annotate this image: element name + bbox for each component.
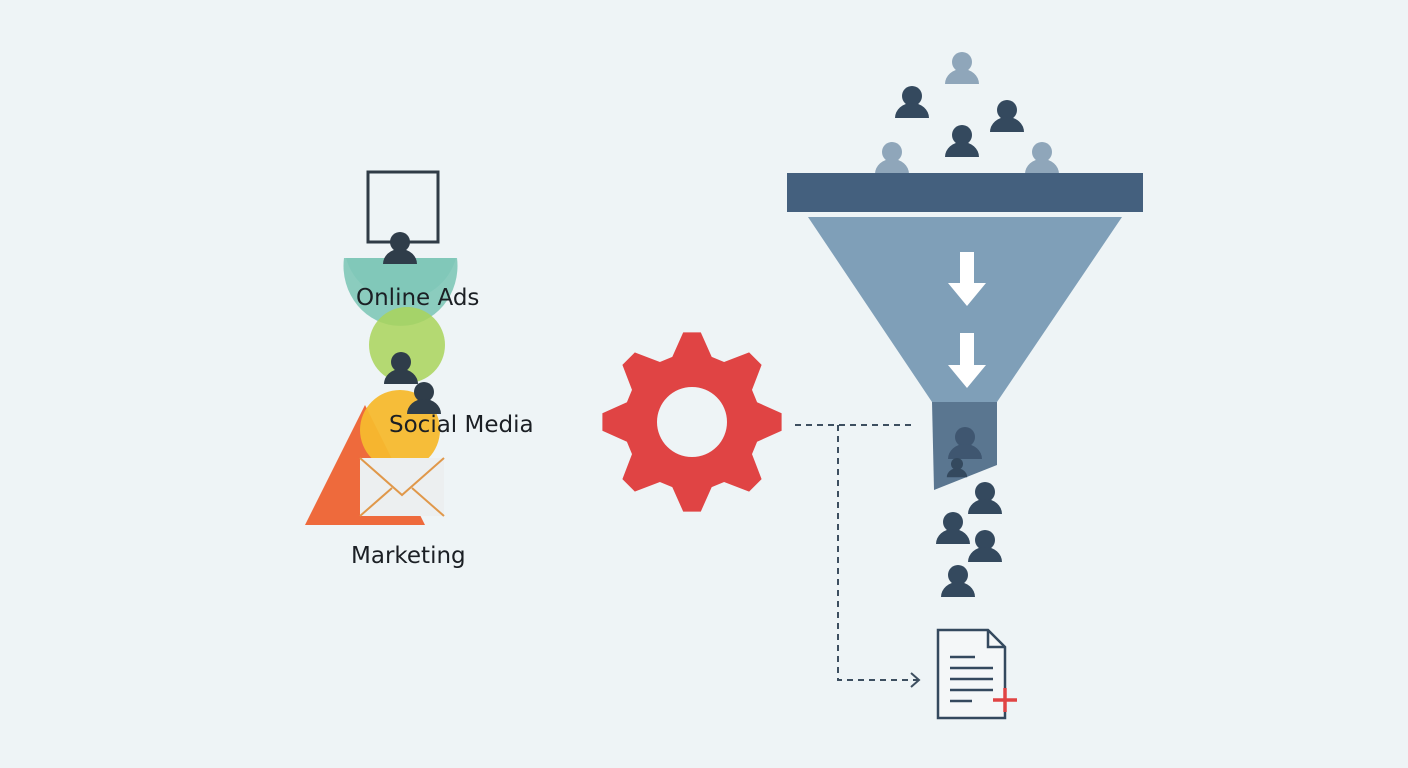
person-icon: [936, 512, 970, 544]
converted-people: [936, 482, 1002, 597]
marketing-label: Marketing: [351, 543, 466, 569]
envelope-icon: [359, 457, 445, 517]
monitor-icon: [366, 170, 440, 244]
arrow-head-icon: [910, 672, 921, 688]
funnel-rim: [787, 173, 1143, 212]
plus-icon: [993, 688, 1017, 712]
funnel-body: [808, 217, 1122, 402]
funnel-icon: [787, 173, 1143, 490]
person-icon: [945, 125, 979, 157]
person-icon: [968, 482, 1002, 514]
person-icon: [968, 530, 1002, 562]
person-icon: [990, 100, 1024, 132]
gear-icon: [602, 332, 782, 512]
person-icon: [941, 565, 975, 597]
online-ads-label: Online Ads: [356, 285, 479, 311]
document-add-icon: [936, 628, 1017, 720]
person-icon: [1025, 142, 1059, 174]
incoming-people: [875, 52, 1059, 174]
person-icon: [875, 142, 909, 174]
person-icon: [383, 232, 417, 264]
social-media-label: Social Media: [389, 412, 534, 438]
down-arrow-icon: [948, 333, 986, 388]
person-icon: [945, 52, 979, 84]
person-icon: [895, 86, 929, 118]
gear-shape: [602, 332, 782, 512]
down-arrow-icon: [948, 252, 986, 306]
social-circle: [369, 307, 445, 383]
channel-cluster: Online Ads Social Media Marketing: [305, 170, 534, 569]
dashed-connector: [795, 424, 921, 688]
